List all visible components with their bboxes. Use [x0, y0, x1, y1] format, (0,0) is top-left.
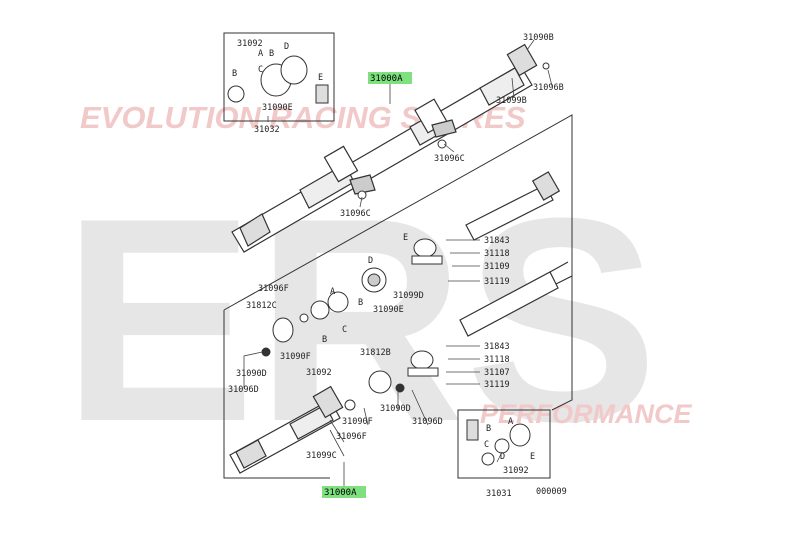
- rear-shaft-upper: [465, 171, 561, 241]
- label-31090F-a: 31090F: [280, 352, 311, 362]
- part-labels: 31000A 31000A 31092 31090E 31032 31090B …: [228, 33, 567, 499]
- label-31090E-mid: 31090E: [373, 305, 404, 315]
- label-31109: 31109: [484, 262, 510, 272]
- bolt-icon: [542, 62, 550, 70]
- lower-propeller-shaft: [229, 385, 344, 474]
- label-31096D-b: 31096D: [412, 417, 443, 427]
- label-31090B: 31090B: [523, 33, 554, 43]
- figure-code: 000009: [536, 487, 567, 497]
- letter-b-mid: B: [358, 298, 363, 308]
- center-bearing-upper: [411, 238, 443, 265]
- letter-d-mid: D: [368, 256, 373, 266]
- label-31092-mid: 31092: [306, 368, 332, 378]
- label-31119-b: 31119: [484, 380, 510, 390]
- label-31099B: 31099B: [496, 96, 527, 106]
- letter-a-box: A: [508, 417, 513, 427]
- label-31812B: 31812B: [360, 348, 391, 358]
- label-31032: 31032: [254, 125, 280, 135]
- inset-box-top: [223, 32, 335, 122]
- rear-shaft-lower: [459, 261, 573, 337]
- letter-a-top: A: [258, 49, 263, 59]
- letter-b-mid2: B: [322, 335, 327, 345]
- letter-a-mid: A: [330, 287, 335, 297]
- label-31099C: 31099C: [306, 451, 337, 461]
- lower-frame-left: [223, 310, 330, 479]
- callout-highlight-top: [368, 72, 412, 84]
- inset-box-bottom: [457, 409, 551, 479]
- upper-propeller-shaft: [231, 43, 538, 253]
- letter-b-top: B: [269, 49, 274, 59]
- leader-lines: [243, 39, 553, 486]
- letter-e-box: E: [530, 452, 535, 462]
- label-31096F-a: 31096F: [258, 284, 289, 294]
- watermark-bottom-text: PERFORMANCE: [480, 399, 692, 429]
- label-31843-a: 31843: [484, 236, 510, 246]
- label-31119-a: 31119: [484, 277, 510, 287]
- label-31090F-b: 31090F: [342, 417, 373, 427]
- letter-b-box: B: [486, 424, 491, 434]
- letter-c-top: C: [258, 65, 263, 75]
- label-31096C-b: 31096C: [340, 209, 371, 219]
- label-31096B: 31096B: [533, 83, 564, 93]
- callout-upper-shaft: 31000A: [370, 74, 403, 84]
- letter-d-top: D: [284, 42, 289, 52]
- label-31090D-a: 31090D: [236, 369, 267, 379]
- nut-icon: [437, 139, 447, 149]
- callout-lower-shaft: 31000A: [324, 488, 357, 498]
- label-31812C: 31812C: [246, 301, 277, 311]
- label-31096F-b: 31096F: [336, 432, 367, 442]
- center-bearing-lower: [407, 350, 439, 377]
- label-31118-a: 31118: [484, 249, 510, 259]
- letter-c-box: C: [484, 440, 489, 450]
- callout-highlight-bottom: [322, 486, 366, 498]
- label-31092-top: 31092: [237, 39, 263, 49]
- letter-e-top: E: [318, 73, 323, 83]
- label-31096D-a: 31096D: [228, 385, 259, 395]
- label-31107: 31107: [484, 368, 510, 378]
- letter-e-mid: E: [403, 233, 408, 243]
- label-31843-b: 31843: [484, 342, 510, 352]
- letter-d-box: D: [500, 452, 505, 462]
- watermark-logo-letters: ERS: [62, 158, 658, 482]
- label-31090D-b: 31090D: [380, 404, 411, 414]
- universal-joint-parts: [227, 55, 531, 466]
- label-31118-b: 31118: [484, 355, 510, 365]
- label-31031: 31031: [486, 489, 512, 499]
- letter-b-top2: B: [232, 69, 237, 79]
- label-31099D: 31099D: [393, 291, 424, 301]
- label-31092-box: 31092: [503, 466, 529, 476]
- label-31096C-a: 31096C: [434, 154, 465, 164]
- label-31090E-top: 31090E: [262, 103, 293, 113]
- letter-c-mid: C: [342, 325, 347, 335]
- lower-frame-right: [223, 114, 573, 411]
